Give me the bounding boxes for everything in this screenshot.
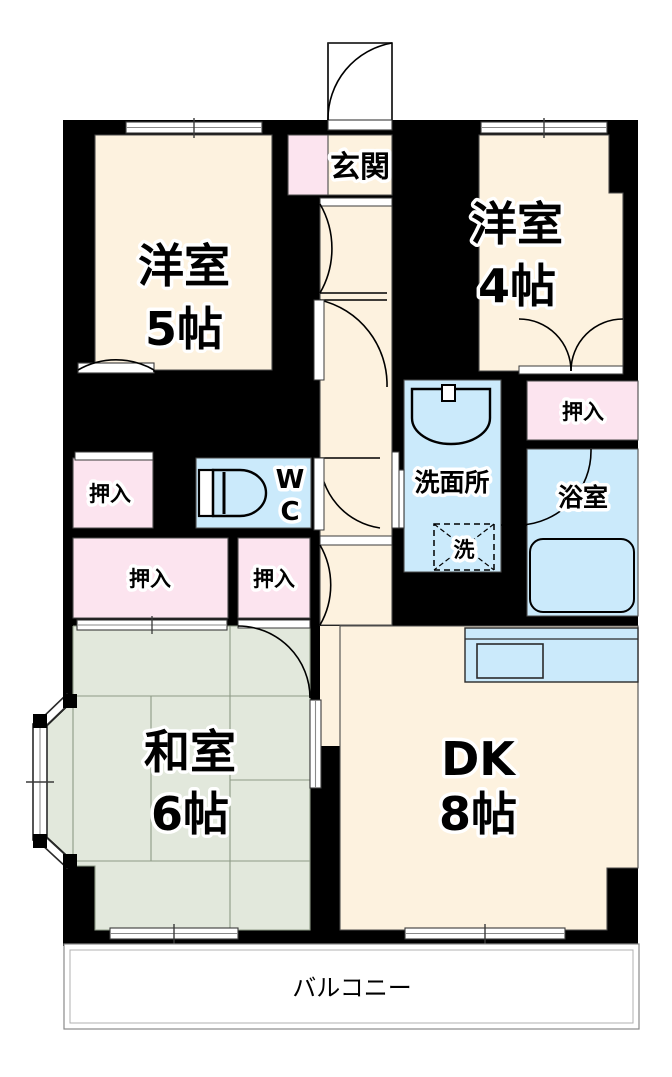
label-closet-lower-wide: 押入	[129, 567, 171, 591]
label-dk-name: DK	[441, 732, 517, 786]
label-japanese-room-size: 6帖	[151, 787, 229, 841]
doors	[74, 197, 624, 699]
balcony	[63, 943, 640, 1030]
label-closet-upper-right: 押入	[562, 400, 604, 424]
window-japanese-east	[309, 699, 322, 789]
label-western-room-4-size: 4帖	[478, 259, 556, 313]
closet-left-small	[73, 458, 153, 528]
door-bedroom4[interactable]	[518, 318, 624, 375]
label-washer: 洗	[454, 538, 475, 562]
window-bedroom5-north	[125, 118, 263, 138]
door-japanese-room[interactable]	[237, 619, 311, 699]
closet-lower-right-floor	[238, 538, 310, 618]
fixtures	[197, 384, 639, 683]
door-corridor-2[interactable]	[313, 299, 388, 388]
toilet-bowl-icon	[197, 468, 268, 518]
door-corridor-1[interactable]	[319, 197, 393, 294]
closet-lower-wide-floor	[73, 538, 228, 618]
label-toilet-w: W	[276, 465, 305, 495]
area-washroom	[404, 380, 501, 572]
washroom-floor	[404, 380, 501, 572]
window-japanese-south	[109, 924, 239, 944]
kitchen-counter-icon	[464, 627, 639, 683]
windows	[26, 42, 608, 944]
washer-slot-icon	[433, 523, 495, 571]
closet-doors-japanese[interactable]	[76, 616, 228, 634]
room-japanese-6	[46, 626, 310, 930]
closet-lower-right	[238, 538, 310, 618]
label-bathroom: 浴室	[558, 483, 608, 512]
closet-upper-right-floor	[527, 381, 638, 440]
label-closet-left-small: 押入	[89, 482, 131, 506]
label-entrance: 玄関	[330, 150, 390, 185]
window-dk-south	[404, 924, 566, 944]
bath-tub-icon	[529, 538, 635, 613]
closet-lower-wide	[73, 538, 228, 618]
label-western-room-5-size: 5帖	[145, 302, 223, 356]
label-western-room-4-name: 洋室	[471, 197, 563, 251]
label-dk-size: 8帖	[439, 787, 517, 841]
room-western-4	[479, 135, 623, 371]
entrance-floor	[328, 135, 392, 195]
door-corridor-4[interactable]	[319, 535, 393, 626]
entrance-door[interactable]	[327, 42, 393, 131]
label-western-room-5-name: 洋室	[138, 239, 230, 293]
closet-upper-right	[527, 381, 638, 440]
washroom-wall-notch	[391, 451, 400, 529]
door-bathroom[interactable]	[501, 449, 592, 526]
wash-basin-icon	[410, 384, 492, 446]
label-washroom: 洗面所	[414, 468, 489, 497]
closet-entrance-side	[288, 135, 328, 195]
window-bedroom4-north	[480, 118, 608, 138]
room-western-5	[95, 135, 272, 370]
area-entrance	[288, 135, 392, 195]
label-toilet-c: C	[280, 497, 299, 527]
door-wc[interactable]	[313, 457, 381, 531]
labels: 洋室 5帖 洋室 4帖 和室 6帖 DK 8帖 玄関 洗面所 浴室 W C 洗 …	[86, 147, 612, 1003]
label-closet-lower-right: 押入	[253, 567, 295, 591]
label-balcony: バルコニー	[292, 974, 412, 1002]
label-japanese-room-name: 和室	[144, 725, 236, 779]
corridor	[320, 204, 392, 625]
door-bedroom5[interactable]	[77, 359, 155, 374]
bay-window	[26, 692, 77, 870]
closet-door-left-small[interactable]	[74, 451, 154, 461]
closet-left-small-floor	[73, 458, 153, 528]
